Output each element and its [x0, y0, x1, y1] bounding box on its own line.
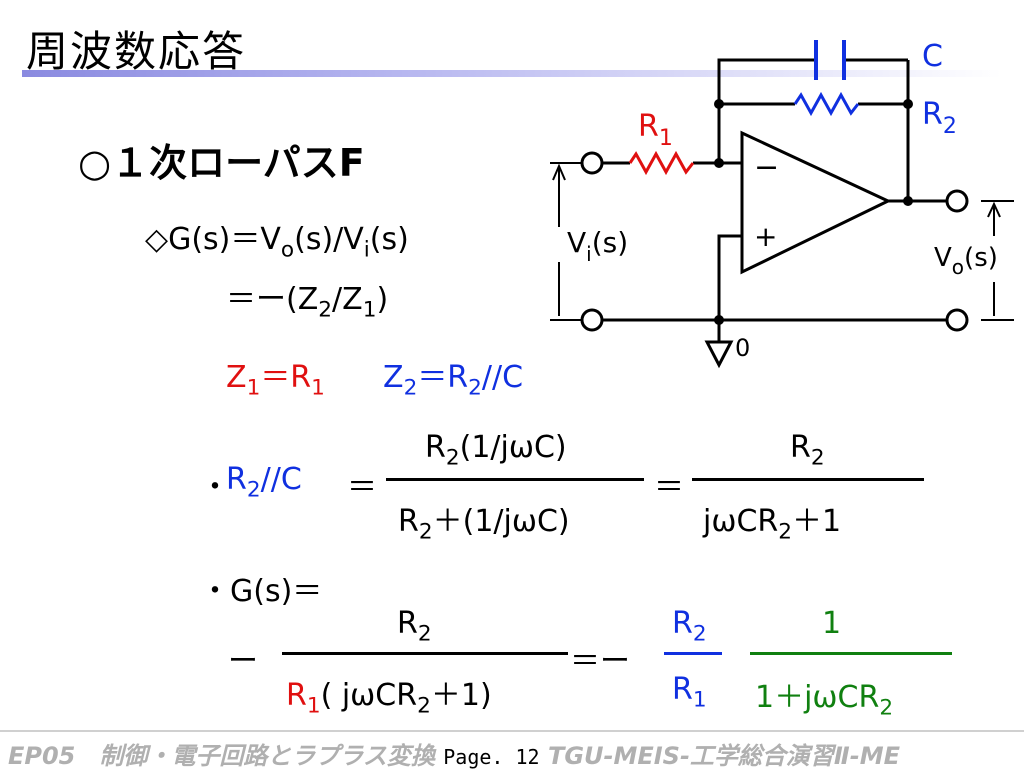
capacitor-label: C [922, 39, 943, 74]
gs-lowpass-denominator: 1＋jωCR2 [755, 680, 894, 721]
gs-minus: ー [228, 644, 258, 679]
page-number: Page. 12 [443, 745, 540, 769]
gs-gain-denominator: R1 [672, 672, 707, 713]
parallel-denominator-2: jωCR2＋1 [703, 504, 842, 545]
parallel-fraction-bar [386, 478, 644, 481]
gs-denominator: R1( jωCR2＋1) [286, 678, 492, 719]
section-heading: ○１次ローパスF [78, 141, 365, 185]
input-terminal-bottom [580, 308, 604, 332]
z1-definition: Z1＝R1 [226, 360, 325, 401]
footer-course: EP05 制御・電子回路とラプラス変換 [8, 742, 435, 770]
input-terminal-top [580, 151, 604, 175]
transfer-function-definition: ◇G(s)＝Vo(s)/Vi(s) [145, 222, 409, 263]
output-terminal-top [945, 189, 969, 213]
parallel-equals-2: ＝ [654, 470, 684, 505]
gs-bullet: ・G(s)＝ [200, 574, 323, 609]
output-terminal-bottom [945, 308, 969, 332]
parallel-lhs: R2//C [226, 462, 302, 503]
vin-label: Vi(s) [567, 226, 628, 266]
parallel-denominator: R2＋(1/jωC) [398, 504, 570, 545]
transfer-function-impedance-ratio: ＝ー(Z2/Z1) [226, 282, 389, 323]
opamp-noninverting-label: + [754, 220, 777, 253]
slide-title: 周波数応答 [26, 27, 247, 76]
z2-definition: Z2＝R2//C [383, 360, 524, 401]
footer-program: TGU-MEIS-工学総合演習Ⅱ-ME [547, 742, 900, 770]
gs-equals-minus: ＝ー [570, 644, 630, 679]
gs-fraction-bar [282, 652, 568, 655]
r2-resistor [793, 91, 860, 117]
r2-label: R2 [922, 97, 957, 139]
gs-gain-fraction-bar [664, 652, 722, 655]
parallel-bullet: ・ [200, 470, 230, 505]
parallel-numerator-2: R2 [790, 430, 825, 471]
gs-lowpass-numerator: 1 [822, 606, 842, 641]
footer-divider [0, 730, 1024, 732]
parallel-numerator: R2(1/jωC) [425, 430, 567, 471]
vout-label: Vo(s) [934, 243, 998, 279]
opamp-inverting-label: − [754, 150, 779, 185]
footer: EP05 制御・電子回路とラプラス変換 Page. 12 TGU-MEIS-工学… [8, 736, 900, 771]
r1-label: R1 [638, 109, 673, 151]
lowpass-filter-circuit: C R2 R1 − + Vi(s) Vo(s) 0 [550, 39, 1014, 369]
title-underline [22, 70, 1002, 77]
gs-numerator: R2 [397, 606, 432, 647]
parallel-fraction-bar-2 [692, 478, 924, 481]
parallel-equals: ＝ [347, 470, 377, 505]
gs-lowpass-fraction-bar [750, 652, 952, 655]
ground-label: 0 [735, 334, 750, 362]
r1-resistor [628, 150, 695, 176]
gs-gain-numerator: R2 [672, 606, 707, 647]
